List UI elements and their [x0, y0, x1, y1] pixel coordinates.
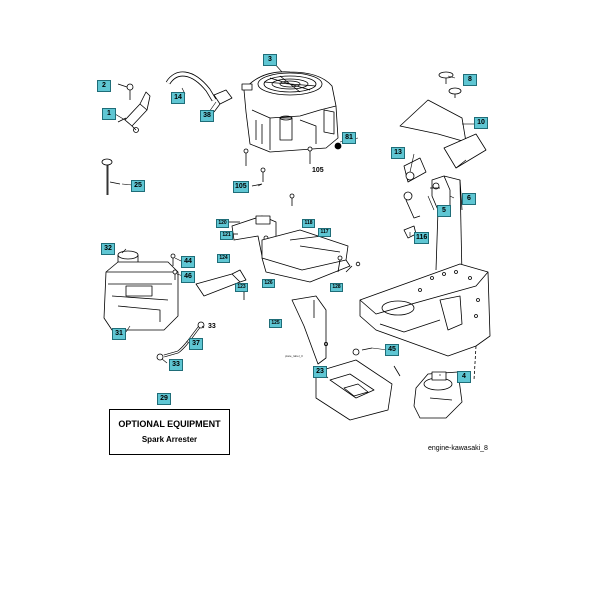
callout-123: 123 [235, 283, 248, 292]
callout-8: 8 [463, 74, 477, 86]
callout-121: 121 [220, 231, 233, 240]
key-switch-part [117, 91, 151, 133]
callout-5: 5 [437, 205, 451, 217]
fuel-tank-part [103, 261, 179, 331]
callout-37: 37 [189, 338, 203, 350]
heat-shield-part [315, 347, 401, 421]
callout-1: 1 [102, 108, 116, 120]
callout-124: 124 [217, 254, 230, 263]
tractor-frame-part [359, 263, 491, 381]
callout-44: 44 [181, 256, 195, 268]
optional-equipment-box: OPTIONAL EQUIPMENT Spark Arrester [109, 409, 230, 455]
engine-hardware [243, 142, 342, 206]
label-105-plain: 105 [312, 167, 324, 174]
callout-118: 118 [302, 219, 315, 228]
muffler-part [413, 371, 463, 419]
screw-part [117, 83, 134, 100]
bumper-parts [399, 71, 487, 169]
callout-33: 33 [169, 359, 183, 371]
plate-small-note: plate_label_0 [285, 354, 303, 358]
callout-3: 3 [263, 54, 277, 66]
callout-45: 45 [385, 344, 399, 356]
callout-31: 31 [112, 328, 126, 340]
spark-arrester-label: Spark Arrester [141, 435, 198, 444]
callout-38: 38 [200, 110, 214, 122]
linkage-parts [403, 157, 463, 277]
callout-29: 29 [157, 393, 171, 405]
callout-23: 23 [313, 366, 327, 378]
callout-125: 125 [269, 319, 282, 328]
callout-128: 128 [330, 283, 343, 292]
optional-equipment-title: OPTIONAL EQUIPMENT [118, 419, 221, 429]
tank-screws [170, 253, 178, 280]
callout-116: 116 [414, 232, 430, 244]
callout-32: 32 [101, 243, 115, 255]
callout-46: 46 [181, 271, 195, 283]
callout-13: 13 [391, 147, 405, 159]
cable-clamp-part [213, 89, 233, 113]
diagram-caption: engine-kawasaki_8 [428, 445, 488, 452]
label-33-plain: 33 [208, 323, 216, 330]
mounting-brackets [226, 215, 361, 283]
callout-6: 6 [462, 193, 476, 205]
callout-10: 10 [474, 117, 488, 129]
callout-117: 117 [318, 228, 331, 237]
callout-105: 105 [233, 181, 249, 193]
callout-4: 4 [457, 371, 471, 383]
engine-part [241, 71, 339, 153]
callout-126: 126 [262, 279, 275, 288]
callout-14: 14 [171, 92, 185, 104]
dipstick-part [101, 158, 121, 195]
callout-2: 2 [97, 80, 111, 92]
support-brackets [195, 269, 328, 365]
callout-81: 81 [342, 132, 356, 144]
callout-25: 25 [131, 180, 145, 192]
callout-120: 120 [216, 219, 229, 228]
